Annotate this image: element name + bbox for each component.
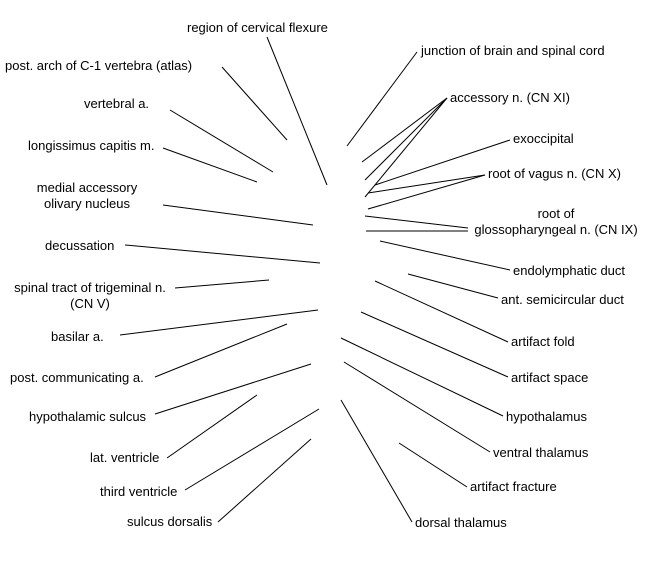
label-spinal-tract-trigeminal-line1: spinal tract of trigeminal n. (14, 280, 166, 295)
label-post-arch-c1: post. arch of C-1 vertebra (atlas) (5, 58, 193, 73)
leader-basilar-a (119, 309, 319, 336)
label-hypothalamic-sulcus: hypothalamic sulcus (29, 409, 147, 424)
label-post-communicating-a: post. communicating a. (10, 370, 144, 385)
label-sulcus-dorsalis: sulcus dorsalis (127, 514, 213, 529)
leader-medial-accessory-olivary (162, 204, 314, 226)
leader-post-arch-c1 (221, 66, 288, 141)
label-decussation: decussation (45, 238, 115, 253)
label-vertebral-a: vertebral a. (84, 96, 150, 111)
label-lat-ventricle: lat. ventricle (90, 450, 160, 465)
leader-decussation (124, 244, 321, 264)
leader-post-communicating-a (154, 323, 288, 378)
label-medial-accessory-olivary: medial accessory olivary nucleus (28, 180, 146, 212)
leader-hypothalamic-sulcus (154, 363, 312, 415)
leader-artifact-fold (374, 280, 509, 343)
leader-artifact-fracture (398, 442, 468, 488)
label-hypothalamus: hypothalamus (506, 409, 587, 424)
leader-root-glossopharyngeal-a (364, 215, 469, 229)
label-ventral-thalamus: ventral thalamus (493, 445, 589, 460)
label-basilar-a: basilar a. (51, 329, 104, 344)
label-accessory-n: accessory n. (CN XI) (450, 90, 570, 105)
leader-ventral-thalamus (343, 361, 491, 453)
label-medial-accessory-olivary-line2: olivary nucleus (44, 196, 130, 211)
leader-root-vagus-b (367, 174, 486, 210)
label-artifact-fracture: artifact fracture (470, 479, 557, 494)
leader-junction-brain-spinal-cord (346, 51, 418, 147)
leader-spinal-tract-trigeminal (174, 279, 270, 289)
leader-accessory-n-c (364, 97, 448, 198)
label-third-ventricle: third ventricle (100, 484, 178, 499)
label-junction-brain-spinal-cord: junction of brain and spinal cord (421, 43, 605, 58)
leader-region-of-cervical-flexure (266, 36, 328, 186)
leader-hypothalamus (340, 337, 504, 417)
leader-accessory-n-b (364, 97, 448, 181)
leader-lat-ventricle (166, 394, 258, 459)
label-exoccipital: exoccipital (513, 131, 574, 146)
label-spinal-tract-trigeminal: spinal tract of trigeminal n. (CN V) (4, 280, 176, 312)
label-root-glossopharyngeal: root of glossopharyngeal n. (CN IX) (466, 206, 646, 238)
label-longissimus-capitis: longissimus capitis m. (28, 138, 155, 153)
leader-endolymphatic-duct (379, 240, 511, 271)
leader-ant-semicircular-duct (407, 273, 499, 299)
leader-exoccipital (374, 139, 511, 186)
label-artifact-fold: artifact fold (511, 334, 575, 349)
label-root-glossopharyngeal-line1: root of (537, 206, 575, 221)
label-dorsal-thalamus: dorsal thalamus (415, 515, 507, 530)
label-ant-semicircular-duct: ant. semicircular duct (501, 292, 624, 307)
label-endolymphatic-duct: endolymphatic duct (513, 263, 626, 278)
leader-sulcus-dorsalis (217, 438, 312, 523)
label-artifact-space: artifact space (511, 370, 589, 385)
leader-vertebral-a (169, 109, 274, 173)
label-root-glossopharyngeal-line2: glossopharyngeal n. (CN IX) (474, 222, 638, 237)
leader-dorsal-thalamus (340, 399, 413, 523)
label-region-of-cervical-flexure: region of cervical flexure (187, 20, 328, 35)
leader-artifact-space (360, 311, 509, 378)
leader-third-ventricle (184, 408, 320, 491)
label-root-vagus: root of vagus n. (CN X) (488, 166, 621, 181)
label-medial-accessory-olivary-line1: medial accessory (36, 180, 138, 195)
label-spinal-tract-trigeminal-line2: (CN V) (70, 296, 110, 311)
leader-accessory-n-a (361, 97, 448, 163)
leader-longissimus-capitis (162, 147, 258, 183)
leader-root-vagus-a (367, 174, 486, 194)
